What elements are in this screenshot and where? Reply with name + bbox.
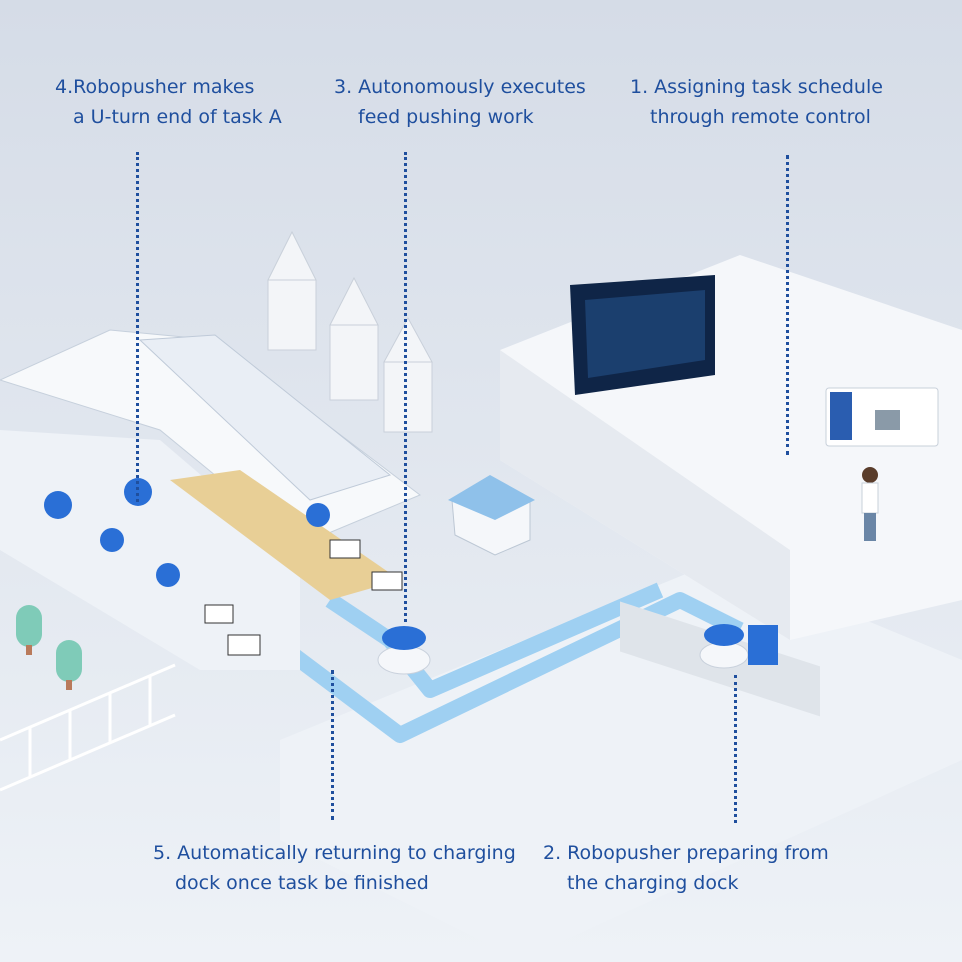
- step-3-label: 3. Autonomously executes feed pushing wo…: [334, 72, 586, 132]
- silos: [267, 230, 433, 433]
- pointer-step-4: [136, 152, 139, 502]
- step-1-line1: 1. Assigning task schedule: [630, 76, 883, 98]
- step-1-label: 1. Assigning task schedule through remot…: [630, 72, 883, 132]
- barn: [0, 329, 421, 670]
- step-1-line2: through remote control: [650, 106, 871, 128]
- step-2-label: 2. Robopusher preparing from the chargin…: [543, 838, 829, 898]
- step-4-label: 4.Robopusher makes a U-turn end of task …: [55, 72, 282, 132]
- control-room: [500, 255, 962, 717]
- robopusher-charging: [699, 624, 778, 669]
- step-3-line1: 3. Autonomously executes: [334, 76, 586, 98]
- step-2-line2: the charging dock: [567, 872, 739, 894]
- robopusher-working: [377, 626, 431, 675]
- step-4-line2: a U-turn end of task A: [73, 106, 282, 128]
- step-3-line2: feed pushing work: [358, 106, 534, 128]
- pointer-step-1: [786, 155, 789, 455]
- pointer-step-3: [404, 152, 407, 622]
- step-5-line1: 5. Automatically returning to charging: [153, 842, 516, 864]
- step-5-label: 5. Automatically returning to charging d…: [153, 838, 516, 898]
- step-2-line1: 2. Robopusher preparing from: [543, 842, 829, 864]
- trees: [16, 605, 82, 690]
- pointer-step-2: [734, 675, 737, 823]
- pointer-step-5: [331, 670, 334, 820]
- step-5-line2: dock once task be finished: [175, 872, 429, 894]
- step-4-line1: 4.Robopusher makes: [55, 76, 255, 98]
- fence: [0, 663, 176, 792]
